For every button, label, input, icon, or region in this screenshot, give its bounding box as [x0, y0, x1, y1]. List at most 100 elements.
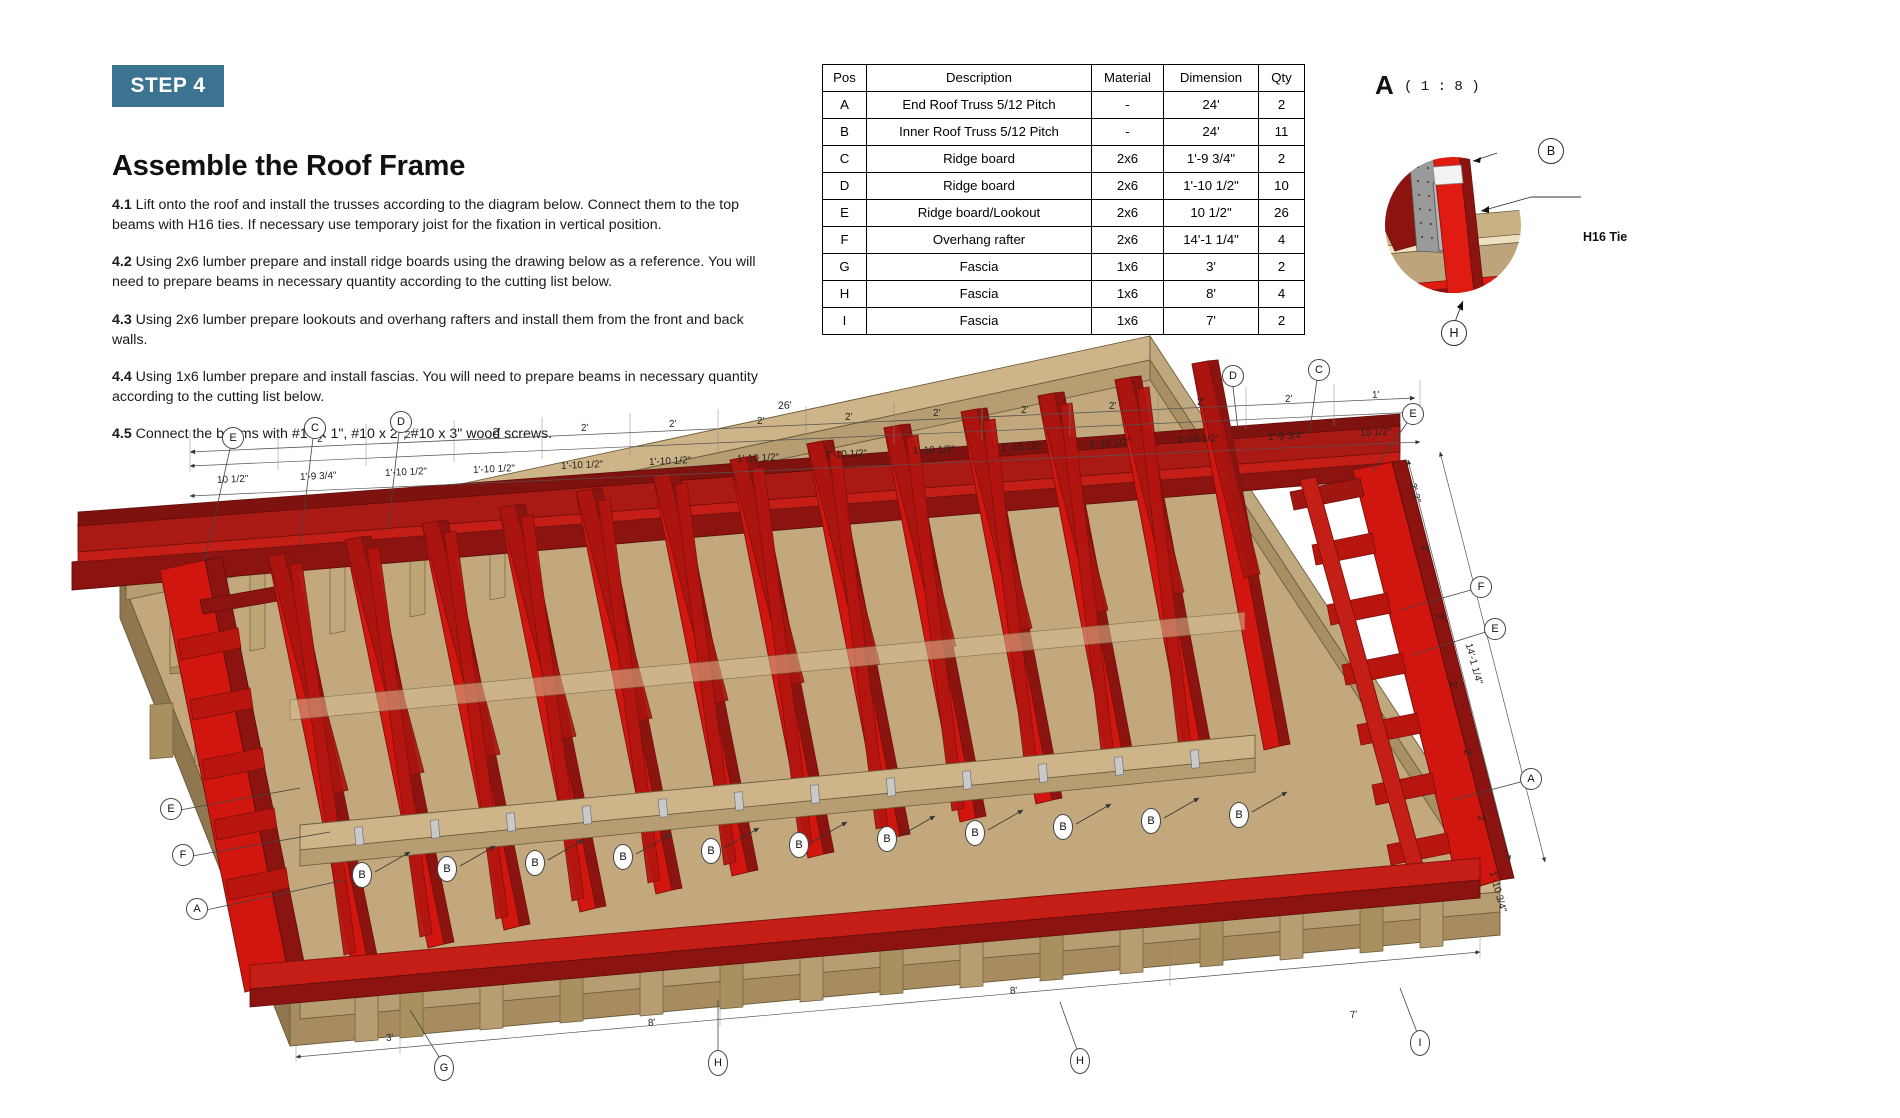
cell-pos: H [822, 280, 867, 308]
cell-dimension: 3' [1163, 253, 1259, 281]
dimension-right-3: 2' [1446, 680, 1460, 691]
cell-dimension: 1'-10 1/2" [1163, 172, 1259, 200]
overhang-rafter-left [159, 556, 308, 993]
dimension-chain-bottom [295, 916, 1481, 1062]
h16-tie-label: H16 Tie [1583, 230, 1628, 244]
instruction-text: Using 1x6 lumber prepare and install fas… [112, 368, 758, 406]
detail-title: A [1375, 70, 1394, 100]
cell-description: Ridge board [866, 172, 1092, 200]
dimension-upper-4: 2' [580, 422, 589, 434]
cell-qty: 10 [1258, 172, 1305, 200]
cell-dimension: 24' [1163, 118, 1259, 146]
detail-callout-h: H [1441, 320, 1467, 346]
table-header-row: Pos Description Material Dimension Qty [822, 64, 1305, 92]
h16-tie-connectors [353, 749, 1201, 846]
cell-dimension: 14'-1 1/4" [1163, 226, 1259, 254]
fascia-boards [249, 857, 1481, 1008]
column-header-qty: Qty [1258, 64, 1305, 92]
cell-material: 2x6 [1091, 145, 1164, 173]
dimension-lower-6: 1'-10 1/2" [736, 451, 780, 465]
column-header-desc: Description [866, 64, 1092, 92]
column-header-pos: Pos [822, 64, 867, 92]
dimension-upper-8: 2' [932, 407, 941, 419]
dimension-upper-12: 2' [1284, 393, 1293, 405]
dimension-right-6: 1'-10 3/4" [1486, 870, 1509, 914]
cell-material: - [1091, 91, 1164, 119]
dimension-lower-0: 10 1/2" [216, 473, 249, 486]
instruction-item: 4.4 Using 1x6 lumber prepare and install… [112, 367, 767, 407]
callout-truss-b-4: B [701, 838, 721, 864]
instruction-text: Using 2x6 lumber prepare lookouts and ov… [112, 311, 744, 348]
instruction-item: 4.2 Using 2x6 lumber prepare and install… [112, 252, 767, 292]
dimension-lower-5: 1'-10 1/2" [648, 455, 692, 468]
column-header-material: Material [1091, 64, 1164, 92]
cell-description: Fascia [866, 280, 1092, 308]
cell-pos: I [822, 307, 867, 335]
cell-material: - [1091, 118, 1164, 146]
callout-truss-b-0: B [352, 862, 372, 888]
callout-top-c-right: C [1308, 359, 1330, 381]
callout-left-f: F [172, 844, 194, 866]
cell-material: 2x6 [1091, 172, 1164, 200]
dimension-right-4: 2' [1460, 748, 1474, 759]
instruction-number: 4.4 [112, 368, 132, 385]
callout-top-c-left: C [304, 417, 326, 439]
callout-left-e: E [160, 798, 182, 820]
callout-bottom-g: G [434, 1055, 454, 1081]
dimension-upper-10: 2' [1108, 400, 1117, 412]
cell-dimension: 8' [1163, 280, 1259, 308]
callout-truss-b-6: B [877, 826, 897, 852]
dimension-lower-3: 1'-10 1/2" [472, 462, 516, 476]
callout-left-a: A [186, 898, 208, 920]
instruction-item: 4.3 Using 2x6 lumber prepare lookouts an… [112, 310, 767, 350]
cell-material: 2x6 [1091, 199, 1164, 227]
cell-material: 1x6 [1091, 307, 1164, 335]
cell-material: 1x6 [1091, 253, 1164, 281]
cell-material: 2x6 [1091, 226, 1164, 254]
callout-right-e: E [1484, 618, 1506, 640]
cell-qty: 4 [1258, 280, 1305, 308]
callout-top-d-left: D [390, 411, 412, 433]
cell-dimension: 7' [1163, 307, 1259, 335]
dimension-lower-9: 1'-10 1/2" [1000, 440, 1044, 454]
cell-pos: A [822, 91, 867, 119]
callout-truss-b-8: B [1053, 814, 1073, 840]
cell-dimension: 1'-9 3/4" [1163, 145, 1259, 173]
instruction-text: Using 2x6 lumber prepare and install rid… [112, 254, 756, 291]
callout-right-a: A [1520, 768, 1542, 790]
instruction-item: 4.1 Lift onto the roof and install the t… [112, 195, 767, 235]
callout-truss-b-1: B [437, 856, 457, 882]
dimension-right-0: 2'-2" [1406, 482, 1423, 505]
cell-description: End Roof Truss 5/12 Pitch [866, 91, 1092, 119]
cell-description: Fascia [866, 253, 1092, 281]
dimension-right-2: 2' [1432, 612, 1446, 623]
cell-pos: F [822, 226, 867, 254]
cell-qty: 11 [1258, 118, 1305, 146]
callout-truss-b-9: B [1141, 808, 1161, 834]
cutting-list-table: Pos Description Material Dimension Qty A… [822, 64, 1305, 335]
cell-description: Ridge board [866, 145, 1092, 173]
callout-bottom-h-2: H [1070, 1048, 1090, 1074]
dimension-right-5: 2' [1474, 814, 1488, 825]
callout-bottom-i: I [1410, 1030, 1430, 1056]
dimension-upper-9: 2' [1020, 404, 1029, 416]
cell-dimension: 24' [1163, 91, 1259, 119]
column-header-dimension: Dimension [1163, 64, 1259, 92]
callout-truss-b-10: B [1229, 802, 1249, 828]
cell-qty: 4 [1258, 226, 1305, 254]
callout-truss-b-7: B [965, 820, 985, 846]
cell-qty: 2 [1258, 145, 1305, 173]
dimension-lower-4: 1'-10 1/2" [560, 459, 604, 472]
detail-scale: ( 1 : 8 ) [1404, 79, 1480, 95]
dimension-bottom-0: 3' [385, 1032, 394, 1044]
wall-studs-left [169, 503, 506, 669]
cell-qty: 2 [1258, 91, 1305, 119]
cell-qty: 2 [1258, 307, 1305, 335]
cell-pos: G [822, 253, 867, 281]
